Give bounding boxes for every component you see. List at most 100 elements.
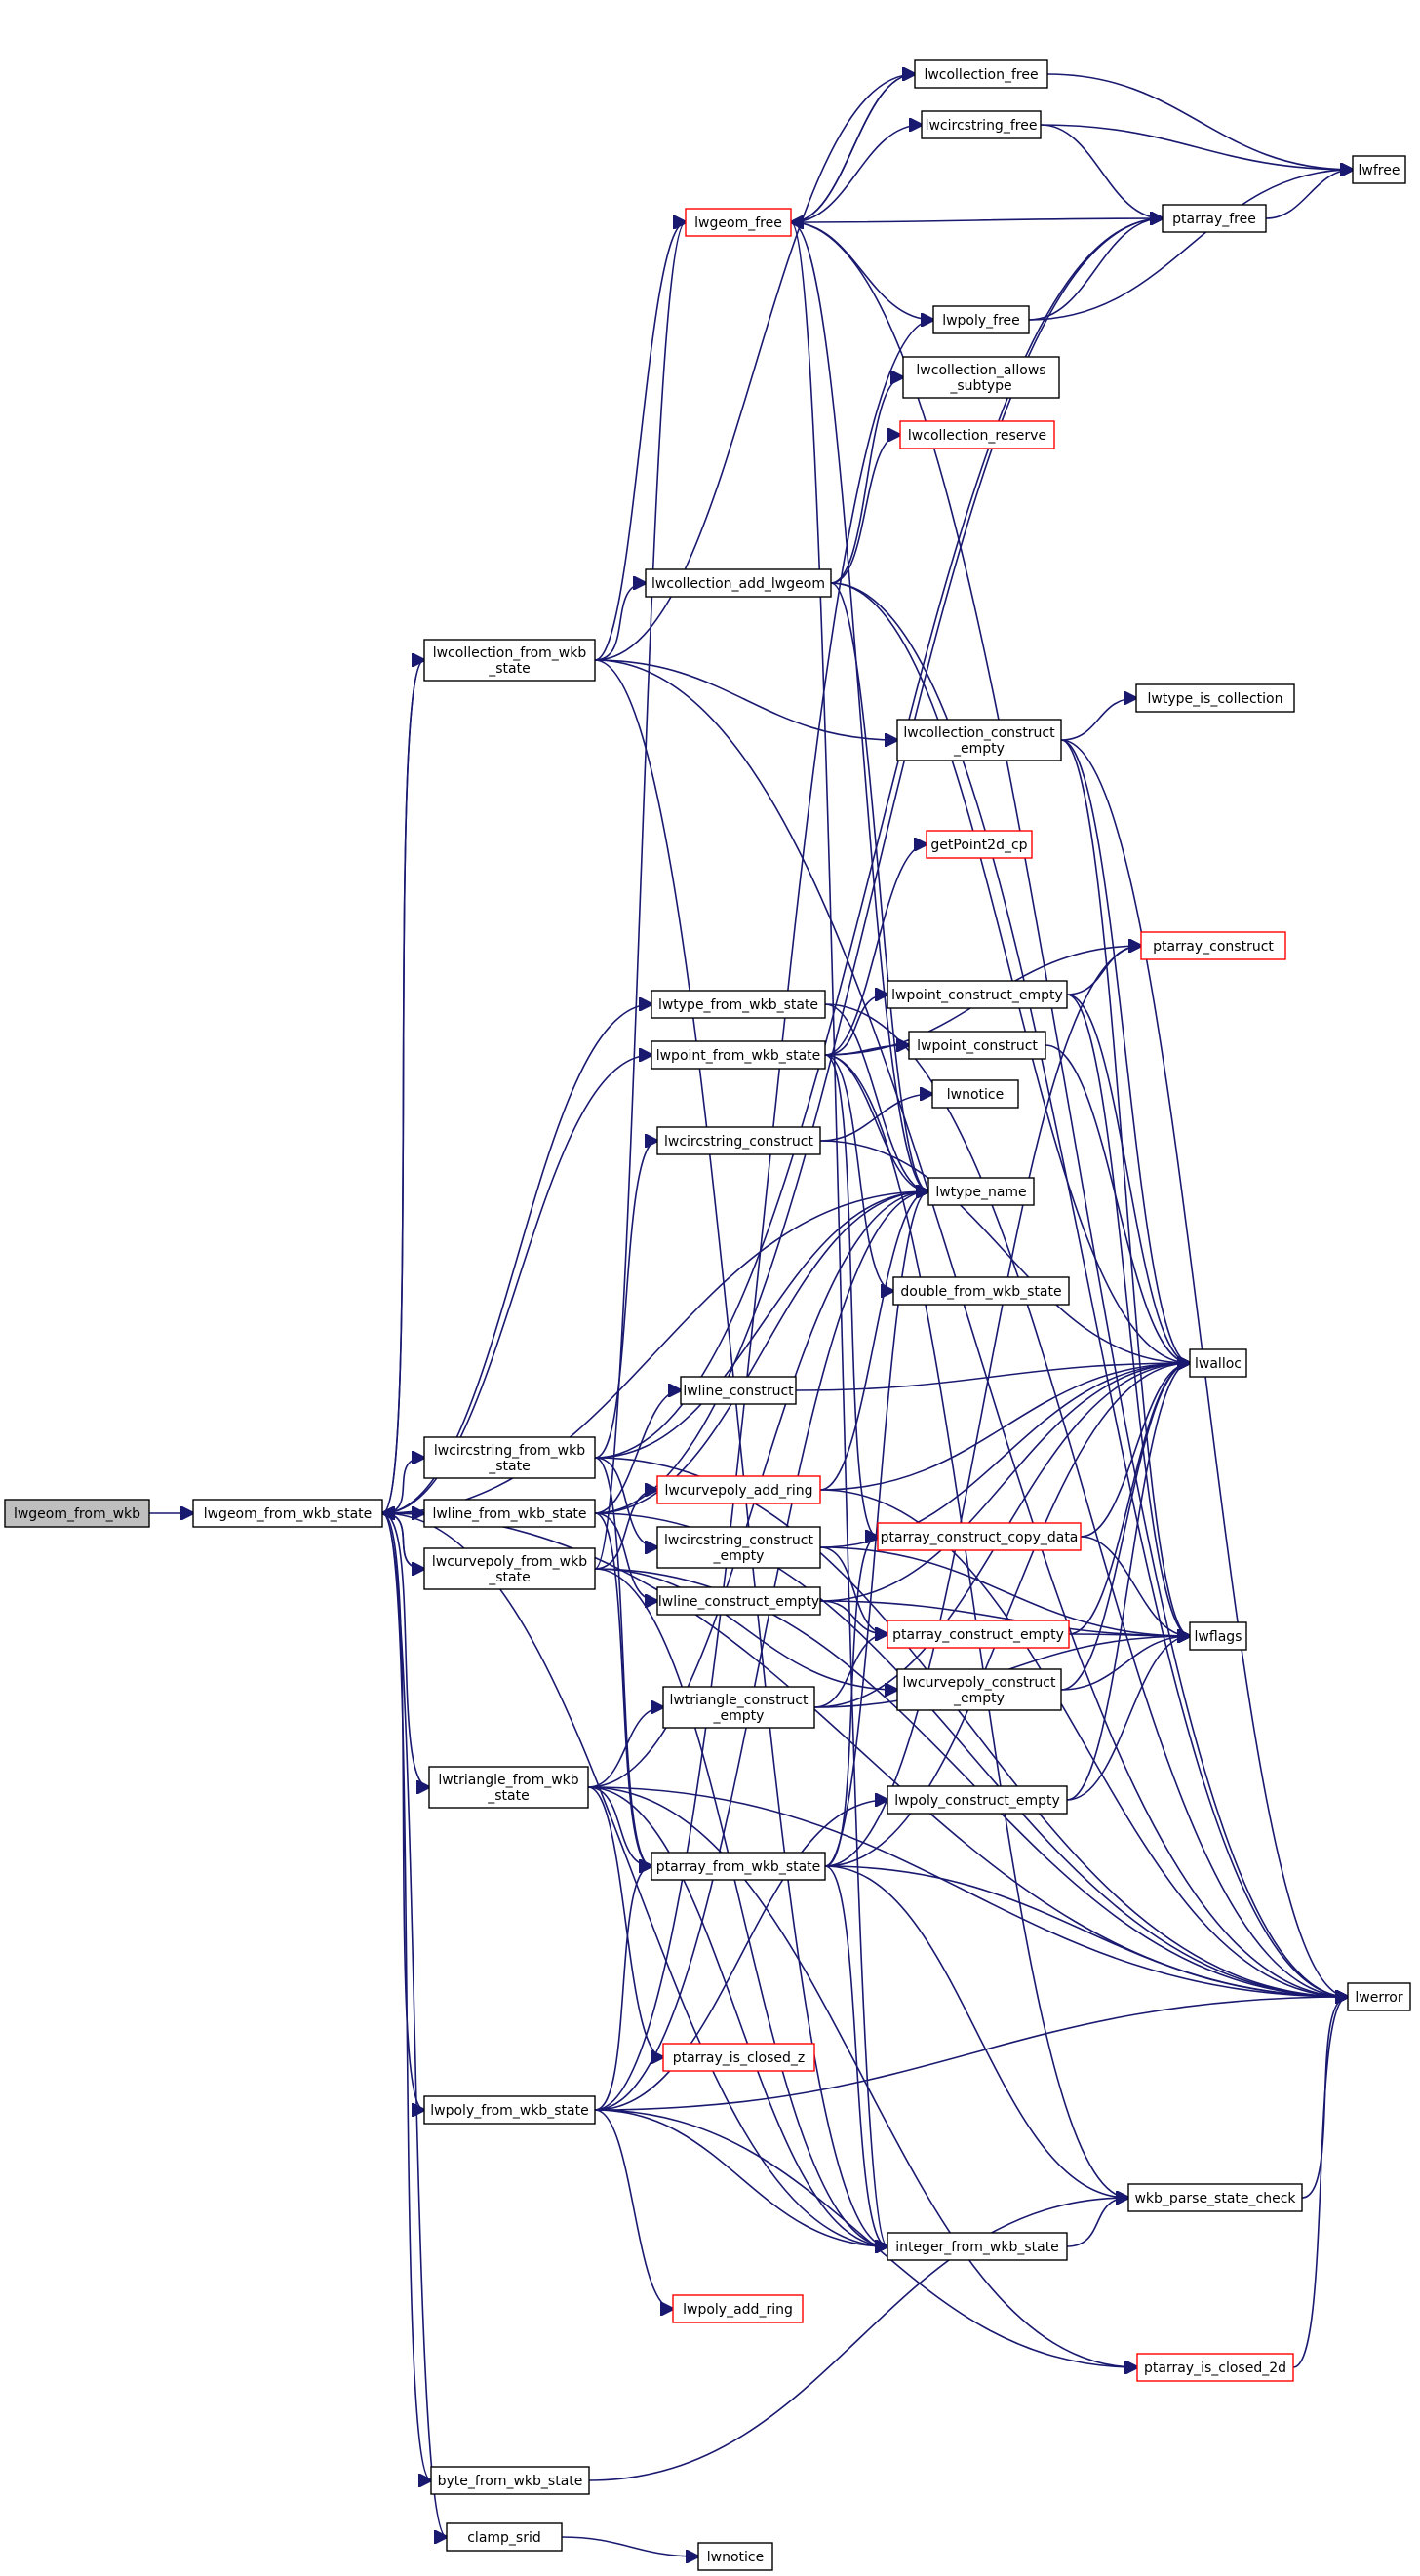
edge-lwcircstring-construct-empty-to-lwalloc (819, 1363, 1190, 1548)
node-label: lwtype_is_collection (1148, 691, 1283, 707)
node-lwpoly-add-ring[interactable]: lwpoly_add_ring (672, 2294, 804, 2323)
node-label: lwcircstring_construct (664, 1134, 814, 1150)
node-ptarray-is-closed-z[interactable]: ptarray_is_closed_z (662, 2043, 815, 2072)
edge-lwcollection-construct-empty-to-lwflags (1060, 739, 1190, 1636)
node-box (662, 2043, 815, 2072)
node-ptarray-from-wkb-state[interactable]: ptarray_from_wkb_state (651, 1852, 826, 1881)
node-lwfree[interactable]: lwfree (1352, 155, 1406, 184)
node-label: lwalloc (1195, 1356, 1242, 1372)
node-lwerror[interactable]: lwerror (1347, 1982, 1411, 2011)
node-lwtype-is-collection[interactable]: lwtype_is_collection (1135, 683, 1295, 713)
node-lwpoly-free[interactable]: lwpoly_free (932, 305, 1030, 334)
node-lwtriangle-from-wkb-state[interactable]: lwtriangle_from_wkb_state (428, 1766, 589, 1809)
node-lwgeom-free[interactable]: lwgeom_free (685, 208, 792, 237)
node-ptarray-construct-copy-data[interactable]: ptarray_construct_copy_data (877, 1522, 1082, 1551)
node-lwpoly-from-wkb-state[interactable]: lwpoly_from_wkb_state (423, 2095, 596, 2125)
edge-lwcollection-from-wkb-state-to-lwcollection-construct-empty (594, 659, 897, 740)
edge-lwcurvepoly-construct-empty-to-lwalloc (1060, 1363, 1190, 1691)
node-lwcollection-construct-empty[interactable]: lwcollection_construct_empty (896, 719, 1062, 761)
node-label: lwcurvepoly_from_wkb (432, 1554, 587, 1570)
node-label: ptarray_is_closed_2d (1144, 2361, 1286, 2376)
edge-lwgeom-from-wkb-state-to-lwtriangle-from-wkb-state (381, 1512, 429, 1787)
node-label: _state (488, 1459, 530, 1474)
node-label: lwline_construct (683, 1384, 794, 1399)
node-lwgeom-from-wkb[interactable]: lwgeom_from_wkb (4, 1499, 150, 1528)
node-label: lwcircstring_construct (664, 1533, 814, 1548)
node-box (926, 830, 1033, 859)
node-lwline-construct-empty[interactable]: lwline_construct_empty (656, 1586, 821, 1616)
edge-ptarray-free-to-lwfree (1265, 170, 1353, 219)
node-lwtype-from-wkb-state[interactable]: lwtype_from_wkb_state (651, 990, 826, 1019)
edge-lwtriangle-construct-empty-to-ptarray-construct-empty (813, 1634, 888, 1708)
node-lwcircstring-free[interactable]: lwcircstring_free (921, 110, 1042, 139)
node-box (899, 420, 1055, 449)
node-lwcollection-from-wkb-state[interactable]: lwcollection_from_wkb_state (423, 639, 596, 682)
node-lwcurvepoly-add-ring[interactable]: lwcurvepoly_add_ring (656, 1475, 821, 1504)
node-label: lwcircstring_free (926, 118, 1038, 134)
node-box (656, 1586, 821, 1616)
node-getPoint2d-cp[interactable]: getPoint2d_cp (926, 830, 1033, 859)
node-lwpoly-construct-empty[interactable]: lwpoly_construct_empty (887, 1785, 1068, 1815)
node-box (423, 1499, 596, 1528)
node-lwcircstring-construct[interactable]: lwcircstring_construct (656, 1126, 821, 1155)
node-box (428, 1766, 589, 1809)
edge-ptarray-construct-empty-to-lwflags (1068, 1634, 1190, 1636)
node-box (887, 980, 1068, 1009)
edge-lwpoint-from-wkb-state-to-ptarray-construct-copy-data (824, 1054, 878, 1537)
edge-lwpoly-from-wkb-state-to-lwerror (594, 1997, 1348, 2111)
node-ptarray-construct[interactable]: ptarray_construct (1140, 931, 1286, 960)
edge-lwpoly-construct-empty-to-lwalloc (1066, 1363, 1190, 1801)
edge-lwcollection-from-wkb-state-to-lwgeom-free (594, 222, 686, 661)
node-lwline-construct[interactable]: lwline_construct (680, 1376, 797, 1405)
node-lwalloc[interactable]: lwalloc (1189, 1348, 1247, 1378)
edge-ptarray-is-closed-2d-to-lwerror (1292, 1997, 1348, 2368)
edge-clamp-srid-to-lwnotice-b (561, 2536, 698, 2556)
edge-lwpoint-from-wkb-state-to-getPoint2d-cp (824, 844, 927, 1056)
node-lwcircstring-construct-empty[interactable]: lwcircstring_construct_empty (656, 1526, 821, 1569)
node-integer-from-wkb-state[interactable]: integer_from_wkb_state (887, 2232, 1068, 2261)
node-label: lwgeom_from_wkb (14, 1506, 140, 1522)
edge-lwpoly-from-wkb-state-to-lwpoly-construct-empty (594, 1800, 888, 2111)
node-lwline-from-wkb-state[interactable]: lwline_from_wkb_state (423, 1499, 596, 1528)
node-lwflags[interactable]: lwflags (1189, 1621, 1247, 1651)
node-lwpoint-construct[interactable]: lwpoint_construct (908, 1031, 1046, 1060)
node-lwpoint-from-wkb-state[interactable]: lwpoint_from_wkb_state (651, 1040, 826, 1070)
node-box (1189, 1348, 1247, 1378)
node-label: ptarray_is_closed_z (673, 2050, 806, 2066)
node-lwgeom-from-wkb-state[interactable]: lwgeom_from_wkb_state (192, 1499, 383, 1528)
node-label: _subtype (949, 378, 1011, 394)
node-clamp-srid[interactable]: clamp_srid (446, 2522, 563, 2552)
node-lwcurvepoly-from-wkb-state[interactable]: lwcurvepoly_from_wkb_state (423, 1547, 596, 1590)
node-lwcollection-add-lwgeom[interactable]: lwcollection_add_lwgeom (645, 568, 832, 598)
node-ptarray-construct-empty[interactable]: ptarray_construct_empty (887, 1620, 1070, 1649)
node-label: lwtype_from_wkb_state (658, 997, 818, 1013)
node-lwnotice[interactable]: lwnotice (931, 1079, 1019, 1109)
node-box (931, 1079, 1019, 1109)
edge-lwcurvepoly-from-wkb-state-to-lwgeom-from-wkb-state (382, 1513, 425, 1570)
node-ptarray-free[interactable]: ptarray_free (1162, 204, 1267, 233)
node-byte-from-wkb-state[interactable]: byte_from_wkb_state (430, 2466, 590, 2495)
edge-lwcollection-from-wkb-state-to-integer-from-wkb-state (594, 659, 888, 2246)
node-ptarray-is-closed-2d[interactable]: ptarray_is_closed_2d (1136, 2353, 1294, 2382)
node-lwcircstring-from-wkb-state[interactable]: lwcircstring_from_wkb_state (423, 1436, 596, 1479)
node-lwcollection-reserve[interactable]: lwcollection_reserve (899, 420, 1055, 449)
edge-lwpoly-from-wkb-state-to-lwpoly-free (594, 320, 933, 2111)
node-label: wkb_parse_state_check (1134, 2191, 1296, 2206)
node-lwcollection-free[interactable]: lwcollection_free (914, 59, 1048, 89)
node-lwcollection-allows-subtype[interactable]: lwcollection_allows_subtype (902, 356, 1060, 399)
node-lwnotice-b[interactable]: lwnotice (697, 2542, 773, 2571)
edge-lwcircstring-from-wkb-state-to-lwcircstring-construct-empty (594, 1457, 657, 1547)
node-lwcurvepoly-construct-empty[interactable]: lwcurvepoly_construct_empty (896, 1668, 1062, 1711)
node-lwtype-name[interactable]: lwtype_name (927, 1177, 1035, 1206)
node-double-from-wkb-state[interactable]: double_from_wkb_state (892, 1276, 1070, 1306)
node-lwtriangle-construct-empty[interactable]: lwtriangle_construct_empty (662, 1686, 815, 1729)
edge-ptarray-construct-copy-data-to-lwalloc (1080, 1363, 1190, 1538)
node-wkb-parse-state-check[interactable]: wkb_parse_state_check (1127, 2183, 1303, 2212)
edge-lwtriangle-from-wkb-state-to-lwtriangle-construct-empty (587, 1707, 663, 1788)
edge-lwcollection-add-lwgeom-to-lwcollection-allows-subtype (830, 377, 903, 584)
edge-lwgeom-from-wkb-state-to-lwpoint-from-wkb-state (381, 1055, 651, 1514)
node-label: lwtriangle_construct (669, 1693, 809, 1708)
edge-byte-from-wkb-state-to-wkb-parse-state-check (588, 2198, 1128, 2481)
edge-ptarray-from-wkb-state-to-lwtype-name (824, 1191, 928, 1867)
node-lwpoint-construct-empty[interactable]: lwpoint_construct_empty (887, 980, 1068, 1009)
